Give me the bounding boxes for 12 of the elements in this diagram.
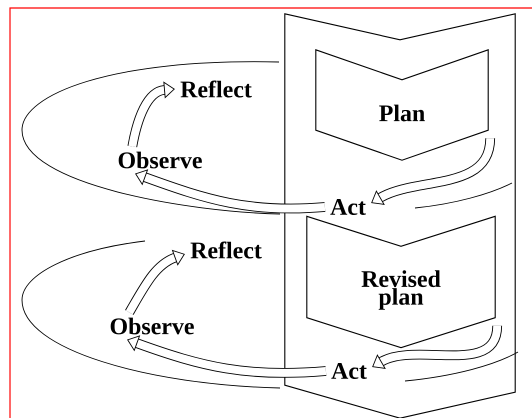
block-arrow xyxy=(128,81,175,148)
stage-label: Reflect xyxy=(185,236,267,264)
chevron-box: Revised plan xyxy=(306,216,496,348)
stage-label: Observe xyxy=(112,146,208,174)
chevron-box: Plan xyxy=(315,49,489,161)
stage-label: Act xyxy=(326,358,372,384)
chevron-band xyxy=(284,13,516,418)
block-arrow xyxy=(372,325,502,369)
stage-label: Reflect xyxy=(175,76,257,103)
block-arrow xyxy=(371,138,496,205)
block-arrow xyxy=(125,250,185,315)
stage-label: Observe xyxy=(104,312,200,340)
